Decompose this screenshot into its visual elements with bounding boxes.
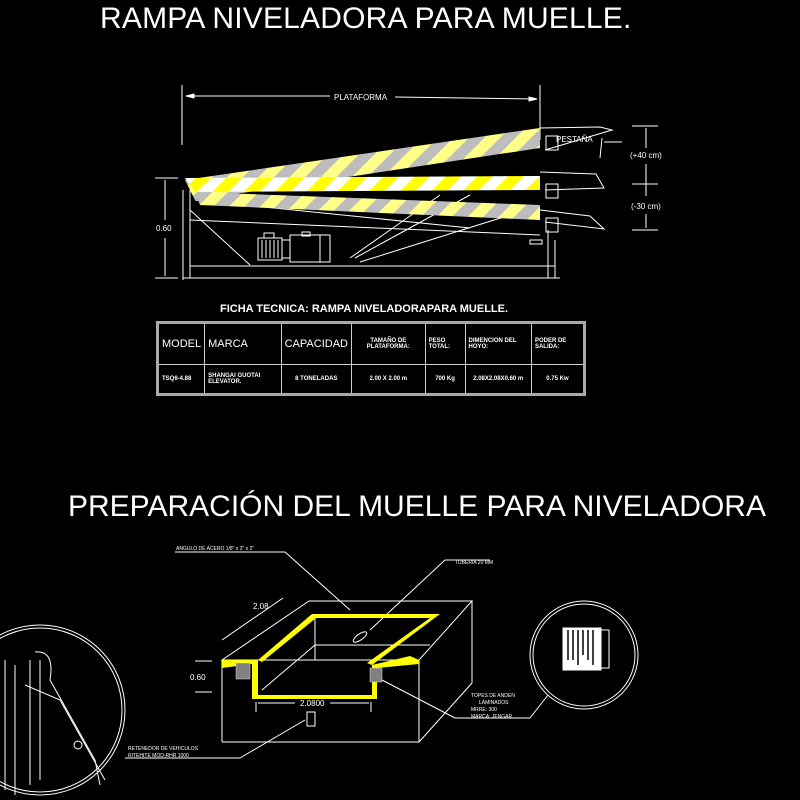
dock-bumper-right — [369, 667, 383, 683]
main-title: RAMPA NIVELADORA PARA MUELLE. — [100, 2, 632, 35]
header-platform-size: TAMAÑO DE PLATAFORMA: — [350, 322, 426, 365]
ramp-side-view — [155, 85, 658, 280]
header-model: MODEL — [156, 322, 206, 365]
cell-model: TSQ6-4.88 — [156, 364, 206, 395]
platform-label: PLATAFORMA — [334, 93, 388, 102]
down-travel-dimension: (-30 cm) — [631, 202, 661, 211]
pit-isometric-view — [125, 551, 549, 759]
spec-table-title: FICHA TECNICA: RAMPA NIVELADORAPARA MUEL… — [220, 303, 509, 315]
cell-brand: SHANGAI GUOTAI ELEVATOR. — [204, 364, 282, 395]
width-dimension: 2.0800 — [300, 699, 325, 708]
spec-table-header-row: MODEL MARCA CAPACIDAD TAMAÑO DE PLATAFOR… — [156, 322, 586, 365]
svg-text:RITEHITE MOD-RHR 1000: RITEHITE MOD-RHR 1000 — [128, 753, 189, 759]
restraint-note: RETENEDOR DE VEHICULOS RITEHITE MOD-RHR … — [128, 746, 199, 759]
cell-platform-size: 2.00 X 2.00 m — [350, 364, 426, 395]
header-total-weight: PESO TOTAL: — [424, 322, 466, 365]
svg-text:RETENEDOR DE VEHICULOS: RETENEDOR DE VEHICULOS — [128, 746, 199, 752]
depth-dimension: 2.08 — [253, 602, 269, 611]
spec-table: MODEL MARCA CAPACIDAD TAMAÑO DE PLATAFOR… — [156, 321, 586, 396]
svg-text:MRRE: 300: MRRE: 300 — [471, 707, 497, 713]
table-row: TSQ6-4.88 SHANGAI GUOTAI ELEVATOR. 8 TON… — [156, 364, 586, 395]
svg-text:MARCA: JENGAR: MARCA: JENGAR — [471, 714, 513, 720]
cell-capacity: 8 TONELADAS — [280, 364, 352, 395]
header-pit-dimension: DIMENCION DEL HOYO: — [464, 322, 532, 365]
section-title-pit-preparation: PREPARACIÓN DEL MUELLE PARA NIVELADORA — [68, 490, 766, 523]
svg-text:LAMINADOS: LAMINADOS — [479, 700, 509, 706]
cell-pit-dimension: 2.08X2.08X0.60 m — [464, 364, 532, 395]
cell-output-power: 0.75 Kw — [530, 364, 586, 395]
bumper-detail-circle — [529, 600, 639, 710]
pipe-label: TUBERIA 20 MM — [455, 560, 493, 566]
lip-label: PESTAÑA — [556, 135, 593, 144]
cell-total-weight: 700 Kg — [424, 364, 466, 395]
steel-angle-frame — [222, 614, 440, 699]
ramp-deck-lowered — [195, 192, 540, 220]
angle-iron-label: ANGULO DE ACERO 1/8" x 2" x 2" — [176, 546, 254, 552]
pit-height-dimension: 0.60 — [190, 673, 206, 682]
height-dimension: 0.60 — [156, 224, 172, 233]
dock-bumper-left — [235, 662, 251, 680]
bumper-note: TOPES DE ANDEN LAMINADOS MRRE: 300 MARCA… — [471, 693, 515, 720]
restraint-detail-circle — [0, 624, 126, 796]
header-capacity: CAPACIDAD — [280, 322, 352, 365]
svg-text:TOPES DE ANDEN: TOPES DE ANDEN — [471, 693, 515, 699]
up-travel-dimension: (+40 cm) — [630, 151, 662, 160]
header-output-power: PODER DE SALIDA: — [530, 322, 586, 365]
header-brand: MARCA — [204, 322, 282, 365]
ramp-deck-level — [185, 176, 540, 192]
